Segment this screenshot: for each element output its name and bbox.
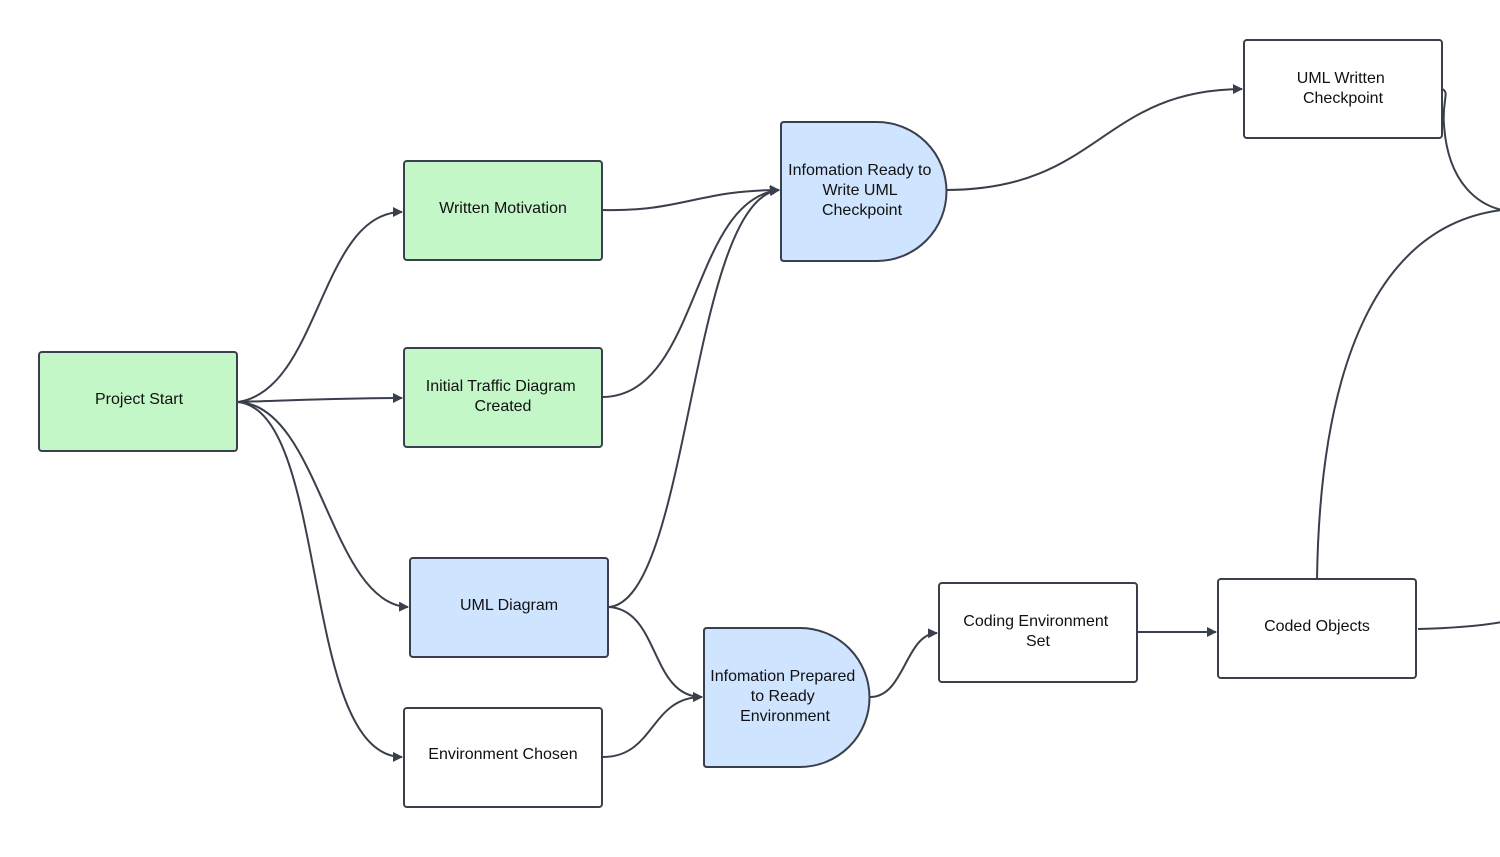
svg-text:Project Start: Project Start: [95, 391, 184, 408]
node-uml-written-checkpoint[interactable]: UML Written Checkpoint: [1243, 39, 1443, 139]
node-initial-traffic-diagram-created[interactable]: Initial Traffic Diagram Created: [403, 347, 603, 448]
edge-project-start-to-written-motivation: [237, 207, 403, 403]
edge-environment-chosen-to-info-prepared: [602, 692, 703, 758]
node-label-line: Created: [475, 398, 532, 415]
node-label-line: Write UML: [822, 182, 897, 199]
node-label-line: Infomation Prepared: [710, 668, 855, 685]
node-label-line: Project Start: [95, 391, 184, 408]
svg-text:Infomation Ready to Wr: Infomation Ready to Write UML Checkpoint: [788, 162, 936, 219]
edge-project-start-to-environment-chosen: [237, 401, 403, 762]
node-label-line: UML Written: [1297, 70, 1385, 87]
svg-text:Written Motivation: Written Motivation: [439, 200, 567, 217]
node-uml-diagram[interactable]: UML Diagram: [409, 557, 609, 658]
node-label-line: Coded Objects: [1264, 618, 1370, 635]
edge-uml-diagram-to-info-ready: [608, 186, 780, 608]
node-info-prepared-environment[interactable]: Infomation Prepared to Ready Environment: [703, 627, 871, 768]
node-label-line: Written Motivation: [439, 200, 567, 217]
node-label-line: to Ready: [751, 688, 815, 705]
node-label-line: UML Diagram: [460, 597, 558, 614]
svg-text:UML Written Checkpoint: UML Written Checkpoint: [1297, 70, 1389, 107]
edge-initial-traffic-to-info-ready: [602, 186, 780, 398]
node-coding-environment-set[interactable]: Coding Environment Set: [938, 582, 1138, 683]
svg-text:Coding Environment Set: Coding Environment Set: [963, 613, 1112, 650]
edge-info-ready-to-uml-written: [945, 84, 1243, 191]
edge-coded-objects-right-offscreen: [1417, 621, 1500, 630]
node-label-line: Initial Traffic Diagram: [426, 378, 576, 395]
node-coded-objects[interactable]: Coded Objects: [1217, 578, 1417, 679]
edge-uml-written-offscreen: [1441, 88, 1500, 211]
svg-text:Environment Chosen: Environment Chosen: [428, 746, 577, 763]
edge-uml-diagram-to-info-prepared: [608, 606, 703, 702]
node-project-start[interactable]: Project Start: [38, 351, 238, 452]
edge-info-prepared-to-coding-env: [869, 628, 938, 698]
svg-text:Infomation Prepared to: Infomation Prepared to Ready Environment: [710, 668, 859, 725]
edge-written-motivation-to-info-ready: [602, 185, 780, 212]
node-label-line: Set: [1026, 633, 1051, 650]
node-label-line: Checkpoint: [1303, 90, 1384, 107]
svg-text:Initial Traffic Diagram: Initial Traffic Diagram Created: [426, 378, 580, 415]
node-info-ready-uml-checkpoint[interactable]: Infomation Ready to Write UML Checkpoint: [780, 121, 948, 262]
node-label-line: Checkpoint: [822, 202, 903, 219]
node-label-line: Environment: [740, 708, 830, 725]
edge-project-start-to-initial-traffic: [237, 393, 403, 404]
svg-text:Coded Objects: Coded Objects: [1264, 618, 1370, 635]
node-label-line: Coding Environment: [963, 613, 1109, 630]
node-label-line: Infomation Ready to: [788, 162, 931, 179]
node-label-line: Environment Chosen: [428, 746, 577, 763]
node-environment-chosen[interactable]: Environment Chosen: [403, 707, 603, 808]
node-written-motivation[interactable]: Written Motivation: [403, 160, 603, 261]
edge-project-start-to-uml-diagram: [237, 401, 409, 612]
edge-coded-objects-up-offscreen: [1316, 209, 1500, 581]
svg-text:UML Diagram: UML Diagram: [460, 597, 558, 614]
